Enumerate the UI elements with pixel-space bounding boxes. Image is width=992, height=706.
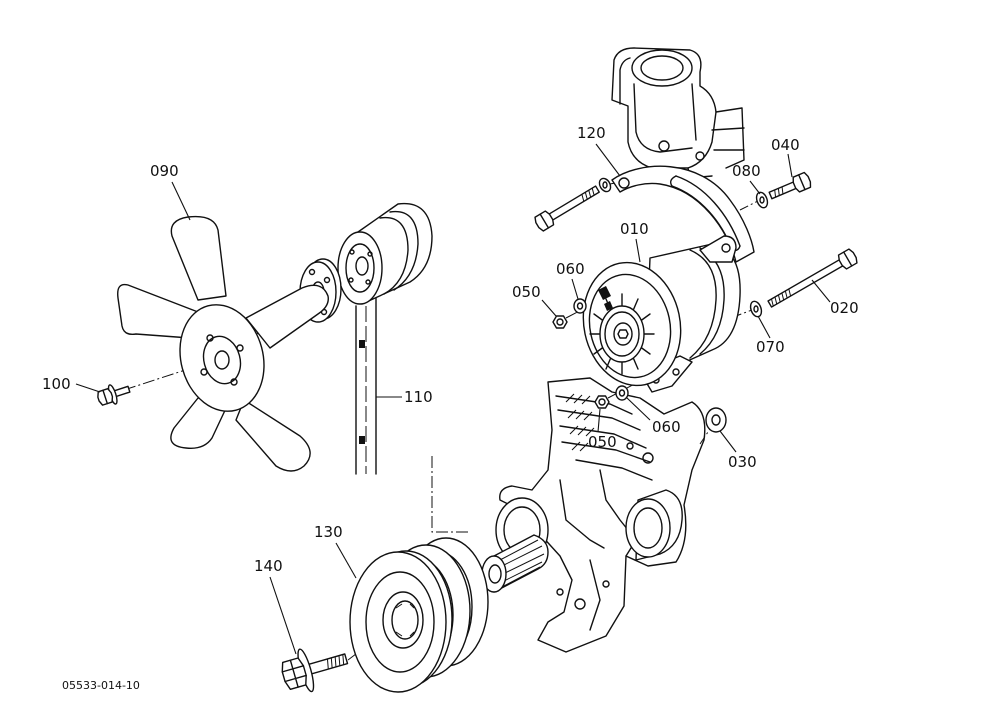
alternator-washer-lower — [615, 385, 629, 401]
fan-blade — [245, 284, 329, 349]
crankshaft-pulley-bolt — [281, 648, 349, 693]
bracket-bolt — [768, 171, 812, 200]
water-pump-pulley — [337, 202, 433, 305]
callout-alternator-washer: 070 — [756, 338, 785, 356]
leader-lines — [75, 143, 831, 655]
fan-blade — [117, 283, 199, 339]
fan-blade — [235, 399, 311, 472]
bracket-pivot-washer — [598, 177, 612, 193]
callout-washer-upper: 060 — [556, 260, 585, 278]
callout-bracket-bolt: 040 — [771, 136, 800, 154]
fan-blade — [170, 215, 227, 301]
water-inlet-pipe — [625, 489, 683, 561]
thermostat-housing — [611, 47, 717, 169]
callout-v-belt: 110 — [404, 388, 433, 406]
alternator — [582, 235, 741, 393]
v-belt — [355, 297, 377, 475]
callout-fan-bolt: 100 — [42, 375, 71, 393]
callout-crank-pulley: 130 — [314, 523, 343, 541]
drawing-number: 05533-014-10 — [62, 679, 140, 692]
callout-washer-lower: 060 — [652, 418, 681, 436]
callout-bracket-washer: 080 — [732, 162, 761, 180]
alternator-bolt — [767, 248, 858, 308]
timing-gear-case — [499, 377, 706, 653]
fan-blade — [170, 397, 229, 449]
cooling-fan — [117, 215, 329, 472]
alternator-nut-upper — [552, 315, 568, 329]
bracket-washer — [755, 191, 769, 209]
callout-crank-bolt: 140 — [254, 557, 283, 575]
alternator-washer — [749, 300, 763, 318]
callout-spacer: 030 — [728, 453, 757, 471]
alternator-spacer — [705, 407, 727, 433]
alternator-bracket — [611, 165, 755, 263]
callout-labels: 090 100 110 120 040 080 010 060 050 020 … — [42, 124, 859, 575]
callout-alternator-bolt: 020 — [830, 299, 859, 317]
callout-nut-upper: 050 — [512, 283, 541, 301]
fan-hub — [179, 304, 265, 412]
fan-bolt — [97, 384, 131, 406]
callout-nut-lower: 050 — [588, 433, 617, 451]
callout-fan: 090 — [150, 162, 179, 180]
alternator-washer-upper — [573, 298, 587, 314]
alternator-nut-lower — [594, 395, 610, 409]
crankshaft-splined-end — [481, 534, 549, 593]
callout-bracket: 120 — [577, 124, 606, 142]
crankshaft-pulley — [349, 537, 489, 693]
bracket-pivot-bolt — [534, 185, 600, 232]
callout-alternator: 010 — [620, 220, 649, 238]
